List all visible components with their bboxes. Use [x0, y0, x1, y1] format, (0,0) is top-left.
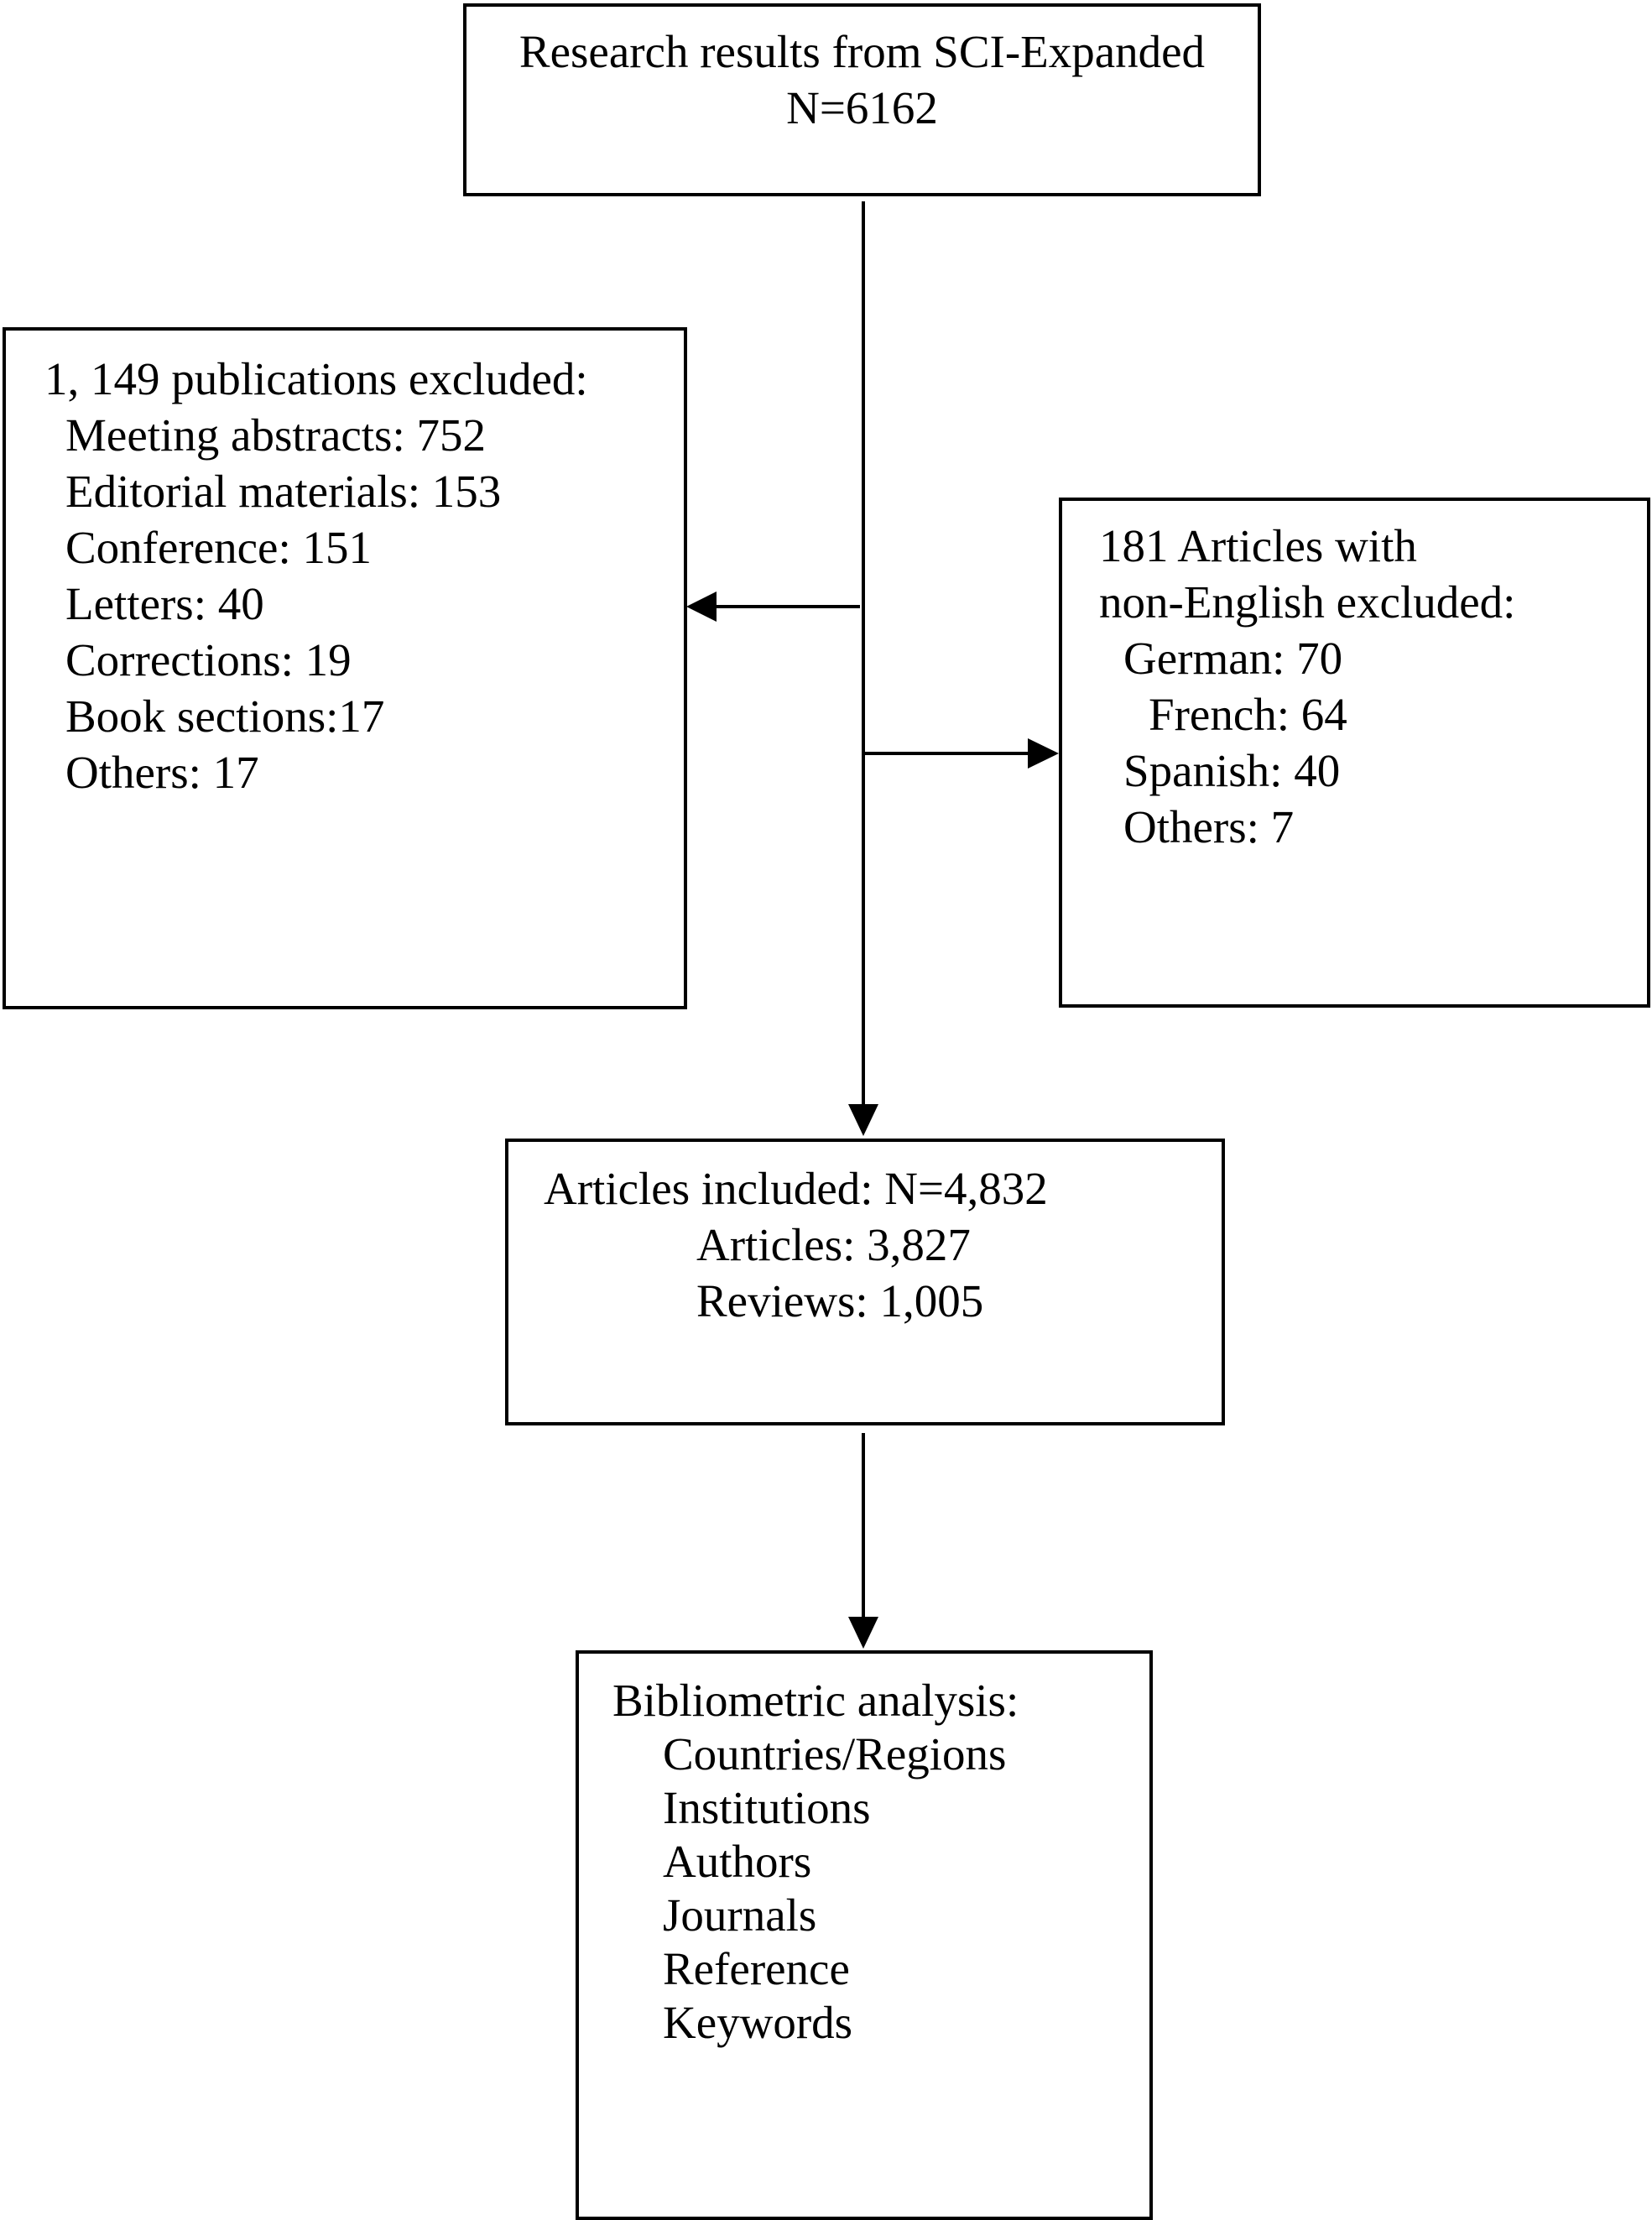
- arrowhead-down-included: [848, 1104, 878, 1136]
- bibliometric-analysis-box: Bibliometric analysis: Countries/Regions…: [576, 1650, 1153, 2220]
- included-articles-heading: Articles included: N=4,832: [544, 1163, 1048, 1214]
- excluded-language-item: French: 64: [1149, 689, 1347, 740]
- included-articles-box: Articles included: N=4,832 Articles: 3,8…: [505, 1139, 1225, 1425]
- arrowhead-right: [1028, 738, 1059, 769]
- analysis-item: Keywords: [663, 1997, 853, 2048]
- search-results-title: Research results from SCI-Expanded: [519, 26, 1206, 77]
- included-articles-item: Articles: 3,827: [696, 1219, 971, 1270]
- analysis-item: Journals: [663, 1889, 817, 1941]
- arrowhead-left: [686, 591, 717, 622]
- excluded-type-item: Editorial materials: 153: [65, 466, 502, 517]
- excluded-type-item: Others: 17: [65, 747, 259, 798]
- excluded-types-heading: 1, 149 publications excluded:: [44, 353, 588, 404]
- excluded-type-item: Meeting abstracts: 752: [65, 409, 486, 461]
- excluded-language-item: German: 70: [1123, 633, 1343, 684]
- excluded-type-item: Conference: 151: [65, 522, 372, 573]
- analysis-item: Authors: [663, 1836, 812, 1887]
- analysis-item: Institutions: [663, 1782, 871, 1833]
- analysis-item: Reference: [663, 1943, 850, 1994]
- excluded-language-item: Others: 7: [1123, 801, 1295, 852]
- excluded-type-item: Book sections:17: [65, 690, 385, 742]
- excluded-language-item: Spanish: 40: [1123, 745, 1341, 796]
- analysis-item: Countries/Regions: [663, 1728, 1007, 1780]
- excluded-types-box: 1, 149 publications excluded: Meeting ab…: [3, 327, 687, 1009]
- search-results-box: Research results from SCI-Expanded N=616…: [463, 3, 1261, 196]
- excluded-language-heading: non-English excluded:: [1099, 576, 1516, 628]
- search-results-count: N=6162: [786, 82, 938, 133]
- bibliometric-analysis-heading: Bibliometric analysis:: [612, 1675, 1019, 1726]
- excluded-type-item: Letters: 40: [65, 578, 264, 629]
- excluded-language-box: 181 Articles with non-English excluded: …: [1059, 498, 1650, 1008]
- included-articles-item: Reviews: 1,005: [696, 1275, 984, 1326]
- arrowhead-down-analysis: [848, 1617, 878, 1649]
- excluded-type-item: Corrections: 19: [65, 634, 352, 685]
- excluded-language-heading: 181 Articles with: [1099, 520, 1417, 571]
